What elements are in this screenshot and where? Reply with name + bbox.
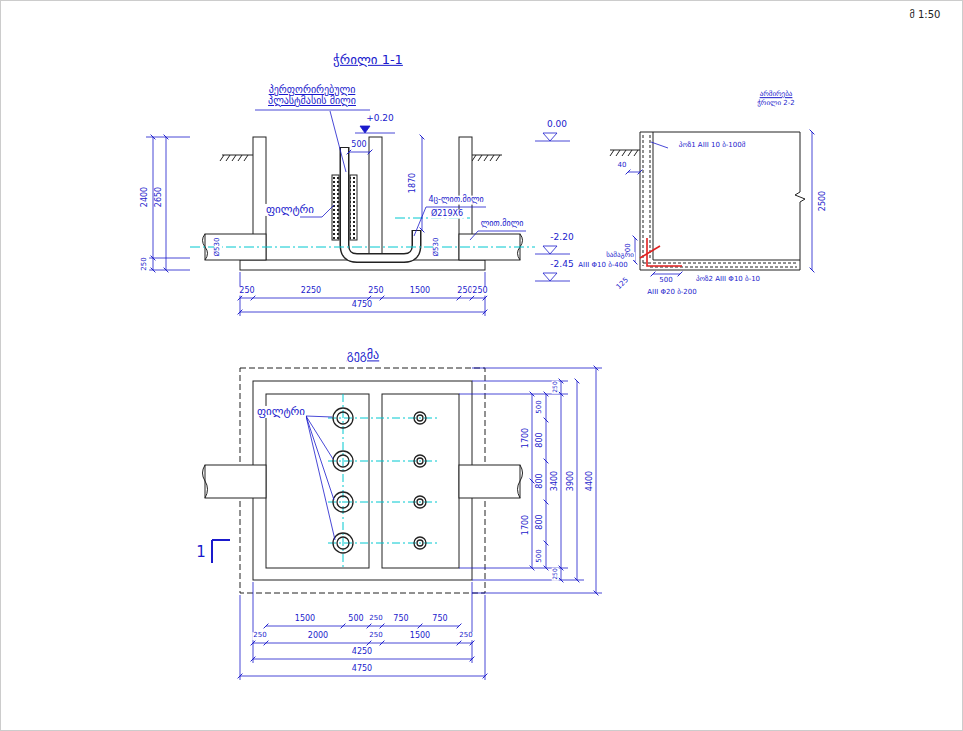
level-mark: -2.20 [549, 233, 574, 243]
scale-note: მ 1:50 [909, 9, 942, 20]
dimension: 250 [367, 287, 384, 296]
dimension: 1700 [522, 514, 531, 536]
rebar-note: პოზ1 AIII 10 ბ-100მ [678, 142, 747, 150]
dimension: 4750 [351, 665, 373, 674]
dimension: Ø530 [433, 237, 441, 258]
dimension: 500 [350, 141, 367, 150]
dimension: 750 [431, 615, 448, 624]
dimension: 800 [536, 431, 545, 448]
callout-label: პერფორირებული პლასტმასის მილი [241, 84, 383, 106]
dimension: 2250 [300, 287, 322, 296]
level-mark: +0.20 [365, 114, 395, 124]
dimension: 250 [238, 287, 255, 296]
dimension: 500 [347, 615, 364, 624]
detail-drawing [610, 132, 805, 270]
dimension: 2400 [141, 186, 150, 208]
dimension: 250 [458, 632, 473, 640]
callout-label: ლით.მილი [480, 220, 525, 229]
dimension: 2650 [155, 186, 164, 208]
dimension: 4400 [586, 470, 595, 492]
rebar-note: პოზ2 AIII Φ10 ბ-10 [695, 276, 761, 284]
section-drawing [203, 137, 523, 270]
dimension: 1500 [294, 615, 316, 624]
dimension: 250 [368, 615, 383, 623]
callout-label: ფილტრი [256, 406, 306, 418]
dimension: 800 [536, 472, 545, 489]
plan-title: გეგმა [346, 349, 380, 362]
dimension: 750 [392, 615, 409, 624]
dimension: 1500 [409, 287, 431, 296]
dimension: 250 [552, 380, 559, 393]
rebar-note: სამაგრი [605, 252, 635, 260]
dimension: 3400 [551, 470, 560, 492]
level-mark: 0.00 [546, 120, 568, 130]
dimension: 40 [617, 162, 628, 170]
section-title: ჭრილი 1-1 [332, 53, 404, 67]
level-mark: -2.45 [549, 260, 574, 270]
dimension: 800 [536, 513, 545, 530]
dimension: 2000 [307, 632, 329, 641]
dimension: 250 [368, 632, 383, 640]
dimension: 500 [536, 548, 544, 563]
dimension: 4750 [351, 301, 373, 310]
callout-label: 4ც-ლით.მილი [427, 196, 484, 205]
dimension: 3900 [567, 470, 576, 492]
dimension: 250 [141, 256, 149, 271]
dimension: 2500 [819, 190, 828, 212]
dimension: 500 [536, 399, 544, 414]
dimension: 125 [615, 276, 631, 292]
rebar-note: AIII Φ10 ბ-400 [577, 262, 628, 270]
dimension: 4250 [351, 648, 373, 657]
dimension: 1500 [409, 632, 431, 641]
dimension: Ø530 [214, 237, 222, 258]
plan-drawing [203, 368, 523, 593]
dimension: 250 [552, 567, 559, 580]
callout-label: Ø219X6 [430, 210, 464, 219]
rebar-note: AIII Φ20 ბ-200 [646, 289, 697, 297]
section-mark: 1 [195, 544, 207, 561]
dimension: 250 [471, 287, 488, 296]
callout-label: ფილტრი [265, 204, 315, 216]
dimension: 1870 [409, 172, 418, 194]
detail-title: ჭრილი 2-2 [756, 100, 796, 108]
dimension: 1700 [522, 427, 531, 449]
detail-title: არმირება [759, 91, 794, 99]
dimension: 250 [252, 632, 267, 640]
dimension: 500 [658, 277, 673, 285]
